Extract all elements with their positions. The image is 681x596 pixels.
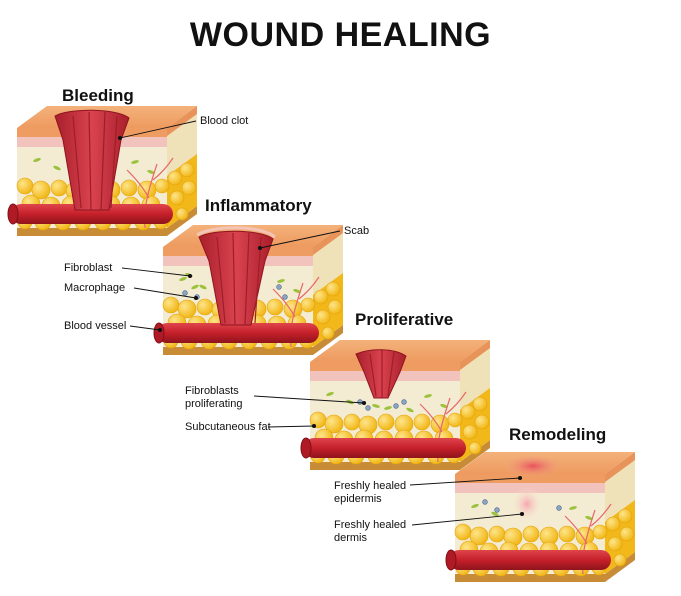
- stage-title-bleeding: Bleeding: [62, 86, 134, 105]
- proliferative-skin-block: [300, 339, 491, 471]
- label-fibroblasts-proliferating: Fibroblasts proliferating: [185, 385, 243, 410]
- label-blood-clot: Blood clot: [200, 115, 249, 127]
- diagram-title: WOUND HEALING: [189, 16, 492, 54]
- label-fibroblast: Fibroblast: [64, 262, 113, 274]
- label-subcutaneous-fat: Subcutaneous fat: [185, 421, 271, 433]
- label-macrophage: Macrophage: [64, 282, 126, 294]
- stage-title-remodeling: Remodeling: [509, 425, 607, 444]
- stage-title-inflammatory: Inflammatory: [205, 196, 312, 215]
- label-blood-vessel: Blood vessel: [64, 320, 127, 332]
- remodeling-skin-block: [445, 451, 636, 583]
- label-scab: Scab: [344, 225, 370, 237]
- label-freshly-healed-epidermis: Freshly healed epidermis: [334, 480, 407, 505]
- bleeding-skin-block: [7, 105, 198, 237]
- label-freshly-healed-dermis: Freshly healed dermis: [334, 519, 407, 544]
- leader-lines: [117, 120, 525, 526]
- stage-title-proliferative: Proliferative: [355, 310, 454, 329]
- inflammatory-skin-block: [153, 224, 344, 356]
